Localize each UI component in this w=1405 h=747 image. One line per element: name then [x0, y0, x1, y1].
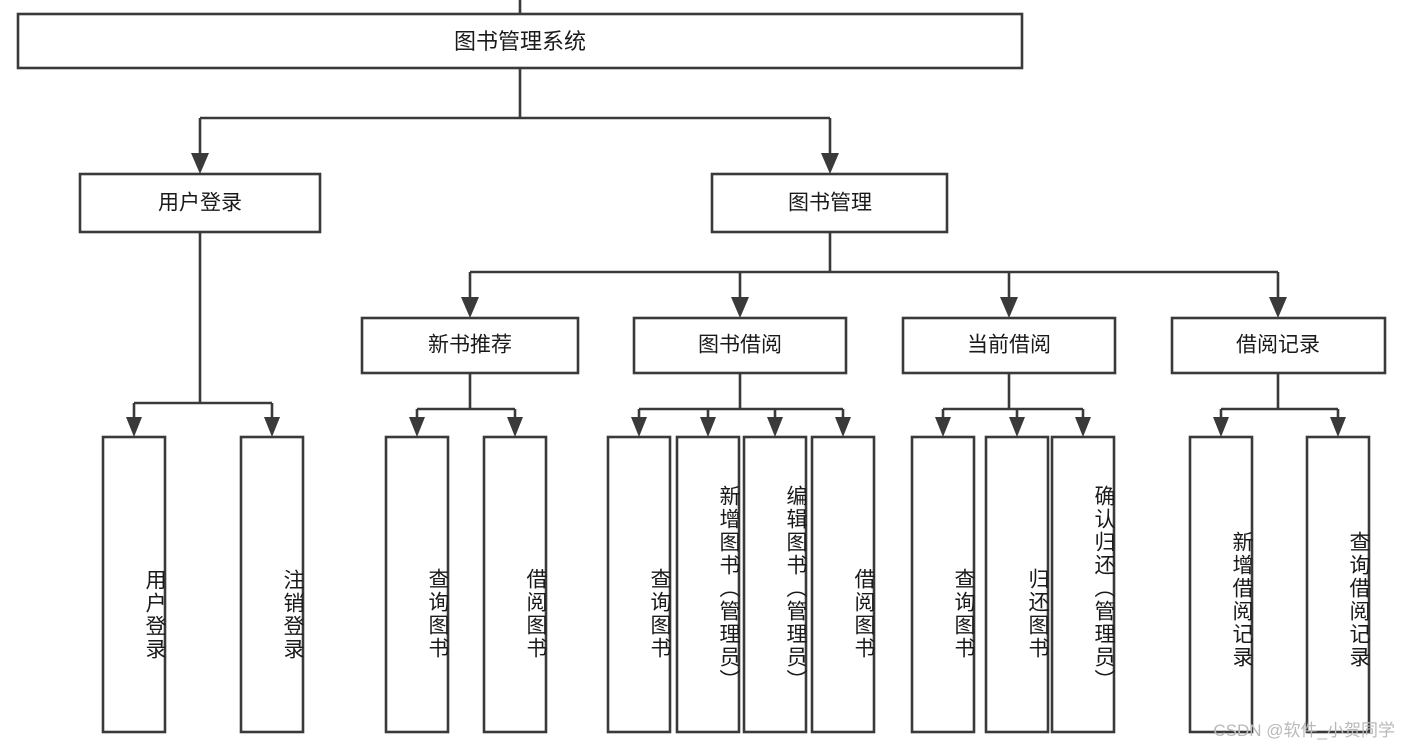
arrow-head-icon	[1269, 297, 1287, 318]
node-borrow-record-box[interactable]	[1170, 316, 1387, 375]
node-leaf-borrow-book-box[interactable]	[810, 435, 876, 734]
connector-group-newbook-to-leaves	[409, 373, 523, 437]
arrow-head-icon	[835, 417, 851, 437]
node-current-borrow[interactable]: 当前借阅	[901, 316, 1117, 375]
arrow-head-icon	[507, 417, 523, 437]
node-user-login-box[interactable]	[78, 172, 322, 234]
node-new-book-recommend-label: 新书推荐	[428, 334, 512, 357]
node-root-box[interactable]	[16, 12, 1024, 70]
node-current-borrow-label: 当前借阅	[967, 334, 1051, 357]
node-leaf-add-record-box[interactable]	[1188, 435, 1254, 734]
connector-group-userlogin-to-leaves	[126, 232, 280, 437]
arrow-head-icon	[1213, 417, 1229, 437]
arrow-head-icon	[191, 153, 209, 174]
arrow-head-icon	[461, 297, 479, 318]
node-borrow-record[interactable]: 借阅记录	[1170, 316, 1387, 375]
node-leaf-add-book-box[interactable]	[675, 435, 741, 734]
arrow-head-icon	[767, 417, 783, 437]
node-book-management[interactable]: 图书管理	[710, 172, 949, 234]
arrow-head-icon	[821, 153, 839, 174]
node-book-management-label: 图书管理	[788, 192, 872, 215]
node-new-book-recommend-box[interactable]	[360, 316, 580, 375]
connector-group-root-to-level1	[191, 0, 839, 174]
arrow-head-icon	[700, 417, 716, 437]
connector-group-borrowrecord-to-leaves	[1213, 373, 1346, 437]
node-root-label: 图书管理系统	[454, 29, 586, 54]
node-user-login-label: 用户登录	[158, 192, 242, 215]
arrow-head-icon	[731, 297, 749, 318]
node-leaf-edit-book-box[interactable]	[742, 435, 808, 734]
node-borrow-record-label: 借阅记录	[1236, 334, 1320, 357]
node-current-borrow-box[interactable]	[901, 316, 1117, 375]
connector-group-bookmgmt-to-level2	[461, 232, 1287, 318]
arrow-head-icon	[631, 417, 647, 437]
arrow-head-icon	[264, 417, 280, 437]
node-user-login[interactable]: 用户登录	[78, 172, 322, 234]
node-leaf-return-book-box[interactable]	[984, 435, 1050, 734]
node-leaf-query-record-box[interactable]	[1305, 435, 1371, 734]
node-book-borrow-box[interactable]	[632, 316, 848, 375]
node-new-book-recommend[interactable]: 新书推荐	[360, 316, 580, 375]
node-leaf-confirm-return-box[interactable]	[1050, 435, 1116, 734]
arrow-head-icon	[1330, 417, 1346, 437]
arrow-head-icon	[409, 417, 425, 437]
node-book-borrow[interactable]: 图书借阅	[632, 316, 848, 375]
node-book-borrow-label: 图书借阅	[698, 334, 782, 357]
connector-group-currentborrow-to-leaves	[935, 373, 1091, 437]
node-leaf-query-book-current-box[interactable]	[910, 435, 976, 734]
arrow-head-icon	[1009, 417, 1025, 437]
node-book-management-box[interactable]	[710, 172, 949, 234]
node-root[interactable]: 图书管理系统	[16, 12, 1024, 70]
node-leaf-user-login-box[interactable]	[101, 435, 167, 734]
arrow-head-icon	[1000, 297, 1018, 318]
node-leaf-borrow-book-new-box[interactable]	[482, 435, 548, 734]
watermark: CSDN @软件_小贺同学	[1213, 721, 1395, 740]
node-leaf-query-book-borrow-box[interactable]	[606, 435, 672, 734]
arrow-head-icon	[1075, 417, 1091, 437]
node-leaf-query-book-new-box[interactable]	[384, 435, 450, 734]
connector-group-bookborrow-to-leaves	[631, 373, 851, 437]
arrow-head-icon	[935, 417, 951, 437]
node-leaf-logout-box[interactable]	[239, 435, 305, 734]
arrow-head-icon	[126, 417, 142, 437]
